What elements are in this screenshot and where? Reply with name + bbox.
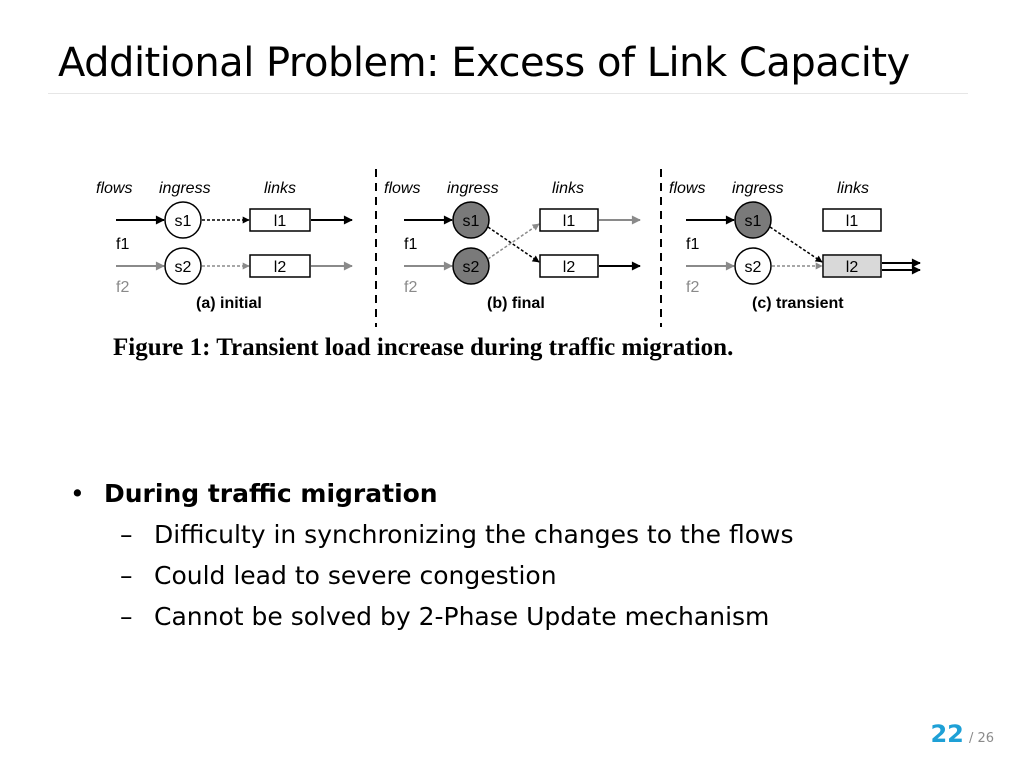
sub-bullet-text: Difficulty in synchronizing the changes … — [154, 520, 794, 549]
sub-bullet-item: – Difficulty in synchronizing the change… — [70, 514, 793, 555]
route-s2-l1 — [487, 223, 540, 260]
link-l2 — [249, 254, 311, 278]
link-l2 — [539, 254, 599, 278]
flow-f1-label: f1 — [686, 236, 699, 253]
figure-diagram: flows ingress links s1 s2 l1 l2 f1 f2 (a… — [90, 165, 930, 375]
col-flows-label: flows — [669, 180, 705, 197]
col-flows-label: flows — [384, 180, 420, 197]
panel-a-initial: flows ingress links s1 s2 l1 l2 f1 f2 (a… — [96, 180, 353, 312]
bullet-list: • During traffic migration – Difficulty … — [70, 474, 793, 637]
dash-icon: – — [120, 520, 133, 549]
switch-s2-label: s2 — [745, 259, 762, 276]
sub-bullet-item: – Cannot be solved by 2-Phase Update mec… — [70, 596, 793, 637]
bullet-item: • During traffic migration — [70, 474, 793, 514]
page-total: / 26 — [968, 731, 994, 746]
switch-s2-label: s2 — [463, 259, 480, 276]
sub-bullet-text: Cannot be solved by 2-Phase Update mecha… — [154, 602, 770, 631]
sub-bullet-item: – Could lead to severe congestion — [70, 555, 793, 596]
panel-c-transient: flows ingress links s1 s2 l1 l2 f1 f2 (c… — [669, 180, 921, 312]
flow-f2-label: f2 — [404, 279, 417, 296]
switch-s1-label: s1 — [745, 213, 762, 230]
dash-icon: – — [120, 561, 133, 590]
flow-f1-label: f1 — [116, 236, 129, 253]
flow-f1-label: f1 — [404, 236, 417, 253]
route-s1-l2 — [487, 226, 540, 263]
link-l2-label: l2 — [563, 259, 576, 276]
page-current: 22 — [930, 720, 964, 748]
switch-s2 — [734, 247, 772, 285]
link-l1 — [249, 208, 311, 232]
link-l1 — [822, 208, 882, 232]
switch-s1 — [164, 201, 202, 239]
switch-s2 — [164, 247, 202, 285]
page-number: 22 / 26 — [930, 720, 994, 748]
switch-s1-label: s1 — [463, 213, 480, 230]
bullet-text: During traffic migration — [104, 479, 438, 508]
col-ingress-label: ingress — [447, 180, 499, 197]
col-flows-label: flows — [96, 180, 132, 197]
figure-caption: Figure 1: Transient load increase during… — [113, 334, 734, 361]
bullet-dot-icon: • — [70, 479, 85, 508]
slide-title: Additional Problem: Excess of Link Capac… — [58, 40, 910, 86]
dash-icon: – — [120, 602, 133, 631]
panel-label: (b) final — [487, 295, 545, 312]
link-l2-overload — [824, 256, 880, 276]
flow-f2-label: f2 — [686, 279, 699, 296]
switch-s2 — [452, 247, 490, 285]
switch-s1 — [452, 201, 490, 239]
col-links-label: links — [264, 180, 296, 197]
sub-bullet-text: Could lead to severe congestion — [154, 561, 557, 590]
col-links-label: links — [837, 180, 869, 197]
col-ingress-label: ingress — [159, 180, 211, 197]
panel-label: (a) initial — [196, 295, 262, 312]
switch-s2-label: s2 — [175, 259, 192, 276]
panel-b-final: flows ingress links s1 s2 l1 l2 f1 f2 (b… — [384, 180, 641, 312]
col-links-label: links — [552, 180, 584, 197]
switch-s1 — [734, 201, 772, 239]
route-s1-l2 — [769, 226, 823, 263]
switch-s1-label: s1 — [175, 213, 192, 230]
link-l1-label: l1 — [846, 213, 859, 230]
link-l2-label: l2 — [846, 259, 859, 276]
link-l1 — [539, 208, 599, 232]
flow-f2-label: f2 — [116, 279, 129, 296]
link-l1-label: l1 — [563, 213, 576, 230]
panel-label: (c) transient — [752, 295, 844, 312]
link-l1-label: l1 — [274, 213, 287, 230]
link-l2-label: l2 — [274, 259, 287, 276]
col-ingress-label: ingress — [732, 180, 784, 197]
title-divider — [48, 93, 968, 94]
